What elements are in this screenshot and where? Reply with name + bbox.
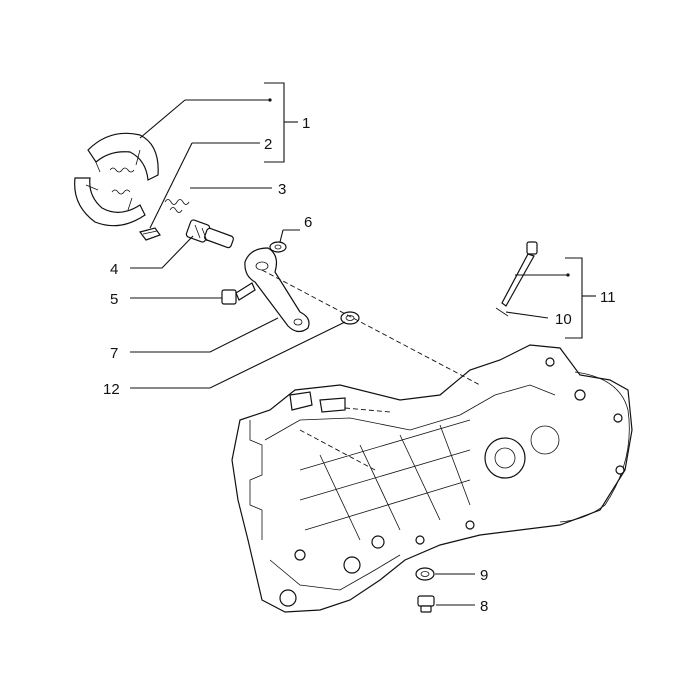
drain-washer[interactable] (415, 567, 435, 581)
washer[interactable] (269, 241, 287, 253)
callout-9: 9 (480, 567, 488, 584)
assembly-guide-lines (261, 269, 481, 471)
bolt[interactable] (221, 282, 256, 305)
callout-3: 3 (278, 181, 286, 198)
callout-4: 4 (110, 261, 118, 278)
callout-12: 12 (103, 381, 120, 398)
brake-lever[interactable] (244, 247, 310, 333)
brake-camshaft[interactable] (185, 219, 235, 249)
callout-11: 11 (600, 289, 616, 306)
callout-labels: 1 2 3 4 6 5 7 12 11 10 9 8 (103, 115, 616, 615)
drain-plug[interactable] (417, 595, 435, 613)
leader-lines (130, 82, 596, 606)
callout-10: 10 (555, 311, 572, 328)
oil-dipstick[interactable] (495, 241, 538, 317)
brake-shoe-assembly[interactable] (74, 132, 159, 227)
callout-8: 8 (480, 598, 488, 615)
crankcase[interactable] (231, 344, 633, 613)
spring-clip[interactable] (138, 227, 161, 241)
callout-6: 6 (304, 214, 312, 231)
spring[interactable] (164, 199, 190, 213)
callout-7: 7 (110, 345, 118, 362)
callout-2: 2 (264, 136, 272, 153)
callout-1: 1 (302, 115, 310, 132)
callout-5: 5 (110, 291, 118, 308)
bushing[interactable] (340, 311, 360, 325)
